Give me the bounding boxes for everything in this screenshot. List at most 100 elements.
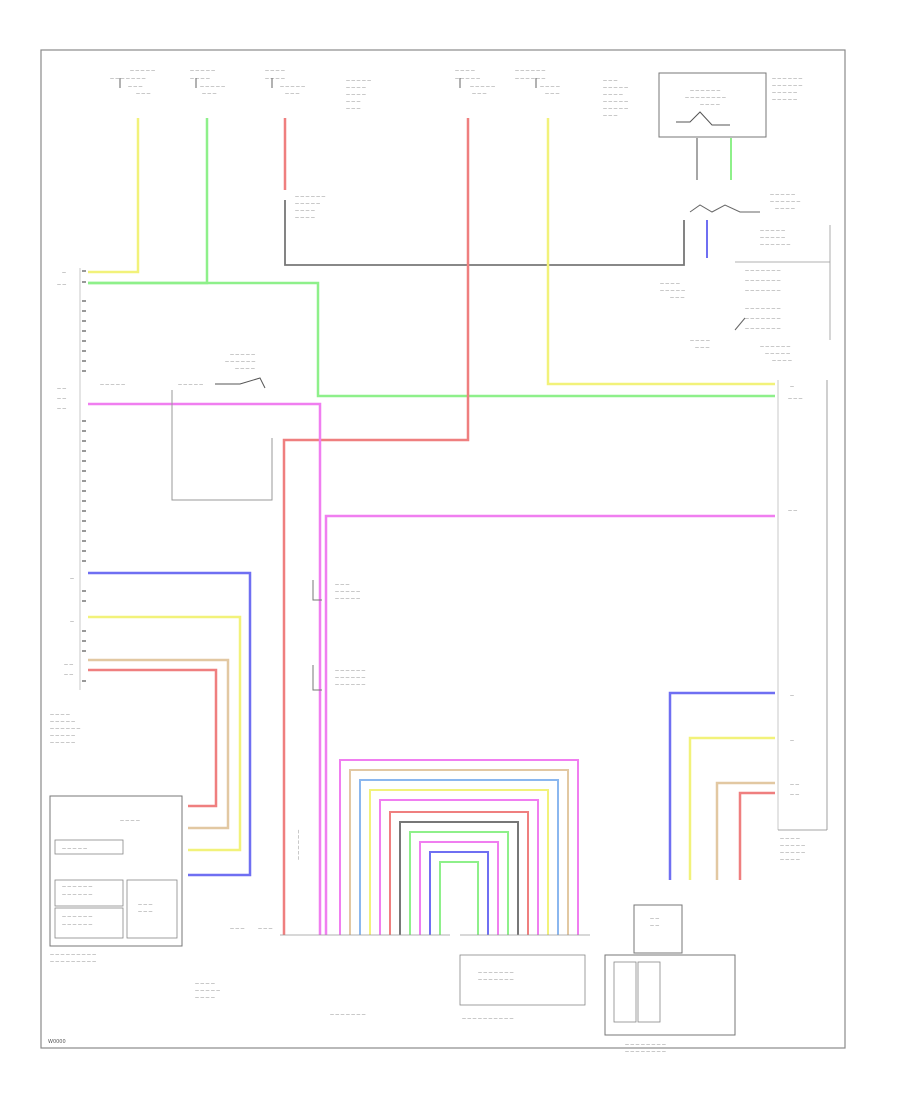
svg-text:— — — —: — — — — (195, 995, 215, 1000)
svg-text:— — — — —: — — — — — (50, 733, 75, 738)
fuse-label-e: — — — — — — — — — — — — — — — — — — — (515, 68, 560, 96)
svg-text:— — — —: — — — — (295, 208, 315, 213)
svg-text:— — — — — — —: — — — — — — — (745, 268, 781, 273)
fuse-label-c: — — — — — — — — — — — — — — — — (265, 68, 305, 96)
svg-text:— — — —: — — — — (50, 712, 70, 717)
svg-text:— — — — — — —: — — — — — — — (110, 76, 146, 81)
svg-text:— — — — — — — — —: — — — — — — — — — (50, 959, 96, 964)
svg-text:—: — (790, 693, 794, 698)
svg-text:—: — (70, 619, 74, 624)
left-pin-ticks (82, 270, 86, 682)
svg-text:— — — —: — — — — (540, 84, 560, 89)
svg-text:— — — —: — — — — (235, 366, 255, 371)
svg-text:— — — — — —: — — — — — — (760, 242, 790, 247)
wire-red-left (88, 668, 218, 808)
svg-text:— — — — — — — —: — — — — — — — — (625, 1049, 666, 1054)
svg-text:— —: — — (650, 923, 659, 928)
svg-text:— —: — — (57, 282, 66, 287)
svg-text:— — — — — —: — — — — — — (335, 682, 365, 687)
svg-text:— — — —: — — — — (690, 338, 710, 343)
svg-text:— — — — —: — — — — — (62, 846, 87, 851)
svg-text:— — — — —: — — — — — (770, 192, 795, 197)
svg-text:— — — — —: — — — — — (455, 76, 480, 81)
svg-text:—: — (62, 270, 66, 275)
svg-text:— — — —: — — — — (295, 215, 315, 220)
svg-text:— — — — — — —: — — — — — — — (478, 977, 514, 982)
svg-text:— — — —: — — — — (190, 76, 210, 81)
svg-text:— — — —: — — — — (780, 836, 800, 841)
svg-text:— — — — —: — — — — — (130, 68, 155, 73)
svg-text:— — — — — — — — —: — — — — — — — — — (50, 952, 96, 957)
svg-text:— — — — — — —: — — — — — — — (745, 316, 781, 321)
svg-text:— — — — —: — — — — — (50, 719, 75, 724)
wire-red-right (738, 791, 775, 880)
right-top-module: — — — — — — — — — — — — — — — — — — — — … (660, 192, 831, 363)
wire-magenta-left (88, 402, 322, 935)
svg-text:— — — —: — — — — (660, 281, 680, 286)
left-connector-pins: — — — — — — — — — — — — — — — (57, 268, 81, 690)
svg-text:— — — — —: — — — — — (603, 99, 628, 104)
svg-text:— —: — — (64, 662, 73, 667)
svg-text:— — —: — — — (670, 295, 685, 300)
fuse-label-a: — — — — — — — — — — — — — — — — — — (110, 68, 155, 96)
right-connector-pins: — — — — — — — — — — — — — — — — — — — — … (777, 380, 828, 862)
wire-tan-right (715, 781, 775, 880)
center-switch: — — — — — — — — — — — — — — — — — — — — … (100, 352, 266, 389)
wire-tan-left (88, 658, 230, 830)
svg-text:— — — — — — —: — — — — — — — (478, 970, 514, 975)
svg-text:— — — — — — — — — —: — — — — — — — — — — (462, 1016, 513, 1021)
wire-yellow-top-left (88, 118, 140, 274)
svg-text:— — —: — — — (258, 926, 273, 931)
svg-text:— — —: — — — (136, 91, 151, 96)
svg-text:— —: — — (57, 406, 66, 411)
svg-text:— — — —: — — — — (120, 818, 140, 823)
svg-text:— — — — —: — — — — — (100, 382, 125, 387)
wire-red-long (282, 118, 470, 935)
svg-text:— — — — — —: — — — — — — (62, 892, 92, 897)
svg-text:— — — — — — —: — — — — — — — (745, 278, 781, 283)
svg-text:— — — — —: — — — — — (760, 228, 785, 233)
svg-text:— — — — —: — — — — — (772, 97, 797, 102)
svg-text:— — — — —: — — — — — (780, 843, 805, 848)
svg-text:— — — — — —: — — — — — — (295, 194, 325, 199)
svg-text:— — — — —: — — — — — (603, 85, 628, 90)
svg-text:— — — — —: — — — — — (335, 596, 360, 601)
wire-gray-loop (171, 390, 273, 501)
svg-text:— — — —: — — — — (265, 68, 285, 73)
svg-text:— — —: — — — (788, 396, 803, 401)
wire-magenta-right (324, 514, 775, 935)
svg-text:—: — (70, 576, 74, 581)
svg-text:— — — — — — — —: — — — — — — — — (685, 95, 726, 100)
svg-text:— — — —: — — — — (603, 92, 623, 97)
svg-text:— — — — —: — — — — — (200, 84, 225, 89)
footer-code: W0000 (48, 1039, 66, 1045)
svg-text:— — — — —: — — — — — (178, 382, 203, 387)
svg-text:—: — (790, 738, 794, 743)
wire-yellow-right (546, 118, 775, 386)
svg-text:— — —: — — — (603, 78, 618, 83)
svg-text:— — — — —: — — — — — (470, 84, 495, 89)
svg-text:— — — —: — — — — (455, 68, 475, 73)
svg-text:— — — —: — — — — (700, 102, 720, 107)
svg-text:— — — — —: — — — — — (780, 850, 805, 855)
svg-text:— — —: — — — (202, 91, 217, 96)
svg-text:— — — — —: — — — — — (772, 90, 797, 95)
svg-text:— — — — —: — — — — — (335, 589, 360, 594)
svg-text:— — — — — —: — — — — — — (772, 76, 802, 81)
svg-text:— — — — — — — —: — — — — — — — — (625, 1042, 666, 1047)
svg-text:— — — — — — —: — — — — — — — (745, 326, 781, 331)
svg-text:— — — — —: — — — — — (765, 351, 790, 356)
svg-text:— — — — —: — — — — — (346, 78, 371, 83)
svg-text:— — —: — — — (695, 345, 710, 350)
svg-text:— —: — — (64, 672, 73, 677)
svg-text:— — — — —: — — — — — (50, 740, 75, 745)
wire-gray-relay (284, 200, 685, 266)
svg-text:— — —: — — — (128, 84, 143, 89)
svg-text:— — — — — —: — — — — — — (770, 199, 800, 204)
svg-text:— —: — — (650, 916, 659, 921)
fuse-c-note: — — — — — — — — — — — — — — — — — — — (295, 194, 325, 220)
svg-text:— — —: — — — (230, 926, 245, 931)
svg-text:— — — — — — —: — — — — — — — (330, 1012, 366, 1017)
